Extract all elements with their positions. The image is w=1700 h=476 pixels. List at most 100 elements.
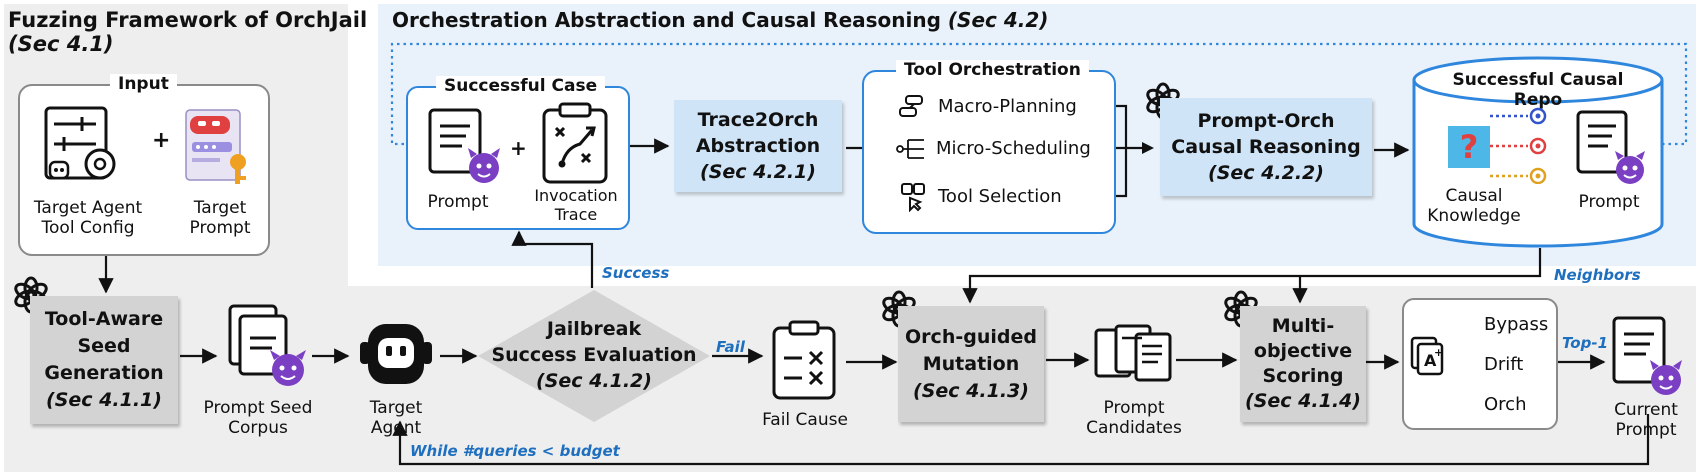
- trace2orch-sec: (Sec 4.2.1): [700, 161, 816, 183]
- current-line1: Current: [1614, 400, 1678, 420]
- fuzzing-title-sec: (Sec 4.1): [8, 32, 114, 56]
- candidates-line2: Candidates: [1086, 418, 1182, 438]
- corpus-label: Prompt Seed Corpus: [190, 398, 326, 438]
- tool-orchestration-title: Tool Orchestration: [896, 60, 1089, 80]
- arrow-neighbors-mutation: [962, 248, 1542, 304]
- trace-line2: Trace: [554, 205, 598, 224]
- knowledge-line1: Causal: [1445, 186, 1503, 206]
- seed-gen-line3: Generation: [44, 362, 164, 384]
- target-prompt-line1: Target: [193, 198, 247, 218]
- seed-gen-line2: Seed: [77, 335, 131, 357]
- orchestration-title: Orchestration Abstraction and Causal Rea…: [392, 8, 1048, 32]
- trace2orch-line1: Trace2Orch: [697, 109, 819, 131]
- target-agent-line2: Tool Config: [41, 218, 135, 238]
- corpus-line1: Prompt Seed: [203, 398, 313, 418]
- devil-emoji-icon: [1650, 360, 1682, 395]
- prompt-document-icon: [1576, 110, 1645, 184]
- input-title: Input: [110, 74, 177, 94]
- target-agent-tool-config-label: Target Agent Tool Config: [24, 198, 152, 238]
- arrow-success: [511, 230, 594, 288]
- knowledge-line2: Knowledge: [1427, 206, 1521, 226]
- target-agent-line1: Target Agent: [33, 198, 143, 218]
- scoring-sec: (Sec 4.1.4): [1245, 390, 1361, 412]
- objective-drift: Drift: [1484, 354, 1524, 375]
- candidates-label: Prompt Candidates: [1074, 398, 1194, 438]
- trace2orch-line2: Abstraction: [695, 135, 821, 157]
- causal-sec: (Sec 4.2.2): [1208, 162, 1324, 184]
- dotted-frame: [390, 42, 1688, 146]
- trace2orch-box: Trace2Orch Abstraction (Sec 4.2.1): [674, 100, 842, 192]
- causal-knowledge-label: Causal Knowledge: [1426, 186, 1522, 226]
- orchestration-title-sec: (Sec 4.2): [947, 8, 1049, 32]
- tool-macro-planning: Macro-Planning: [938, 96, 1077, 117]
- masked-prompt-icon: [185, 109, 246, 184]
- robot-icon: [360, 324, 432, 384]
- jailbreak-label: Jailbreak Success Evaluation (Sec 4.1.2): [476, 316, 712, 394]
- scoring-line1: Multi-: [1271, 315, 1335, 337]
- mutation-box: Orch-guided Mutation (Sec 4.1.3): [898, 306, 1044, 422]
- config-icon: [44, 106, 116, 180]
- successful-case-title: Successful Case: [436, 76, 606, 96]
- causal-reasoning-box: Prompt-Orch Causal Reasoning (Sec 4.2.2): [1160, 98, 1372, 196]
- devil-emoji-icon: [1615, 151, 1645, 184]
- flowchart-icon: [899, 95, 923, 117]
- mutation-line2: Mutation: [922, 352, 1020, 375]
- jailbreak-diamond: [478, 290, 710, 422]
- tool-orchestration-box: [862, 70, 1116, 234]
- fuzzing-title-text: Fuzzing Framework of OrchJail: [8, 8, 368, 32]
- current-line2: Prompt: [1615, 420, 1677, 440]
- scoring-line2: objective: [1253, 340, 1353, 362]
- seed-generation-box: Tool-Aware Seed Generation (Sec 4.1.1): [30, 296, 178, 424]
- documents-stack-icon: [228, 304, 306, 386]
- scoring-box: Multi- objective Scoring (Sec 4.1.4): [1240, 306, 1366, 422]
- question-mark-icon: ?: [1448, 126, 1490, 168]
- clipboard-trace-icon: [542, 102, 608, 184]
- success-label: Success: [602, 264, 670, 282]
- target-line2: Agent: [370, 418, 422, 438]
- jailbreak-line2: Success Evaluation: [491, 344, 697, 366]
- svg-text:A: A: [1424, 351, 1437, 370]
- fuzzing-title: Fuzzing Framework of OrchJail (Sec 4.1): [8, 8, 367, 56]
- case-prompt-label: Prompt: [427, 192, 489, 212]
- arrow-loop-back: [392, 414, 1650, 466]
- loop-label: While #queries < budget: [410, 442, 620, 460]
- input-plus: +: [152, 128, 171, 153]
- seed-gen-sec: (Sec 4.1.1): [46, 389, 162, 411]
- neighbors-label: Neighbors: [1554, 266, 1641, 284]
- repo-prompt-label: Prompt: [1578, 192, 1640, 212]
- tool-micro-scheduling: Micro-Scheduling: [936, 138, 1091, 159]
- objective-orch: Orch: [1484, 394, 1527, 415]
- trace-line1: Invocation: [534, 186, 618, 205]
- seed-gen-line1: Tool-Aware: [44, 308, 164, 330]
- ranking-icon: A +: [1410, 336, 1444, 376]
- repo-title: Successful Causal Repo: [1452, 70, 1624, 110]
- candidates-line1: Prompt: [1103, 398, 1165, 418]
- mutation-sec: (Sec 4.1.3): [913, 379, 1029, 402]
- invocation-trace-label: Invocation Trace: [522, 186, 630, 224]
- svg-text:+: +: [1434, 346, 1443, 359]
- case-plus: +: [510, 136, 527, 160]
- corpus-line2: Corpus: [228, 418, 288, 438]
- target-prompt-line2: Prompt: [189, 218, 251, 238]
- tree-icon: [896, 139, 924, 159]
- jailbreak-line1: Jailbreak: [546, 318, 642, 340]
- prompt-document-icon: [1612, 316, 1682, 395]
- objective-bypass: Bypass: [1484, 314, 1549, 335]
- orchestration-title-text: Orchestration Abstraction and Causal Rea…: [392, 8, 941, 32]
- clipboard-fail-icon: [772, 320, 836, 400]
- target-agent-label: Target Agent: [350, 398, 442, 438]
- pointer-icon: [901, 183, 925, 212]
- causal-line2: Causal Reasoning: [1171, 136, 1361, 158]
- jailbreak-sec: (Sec 4.1.2): [536, 370, 652, 392]
- scoring-line3: Scoring: [1262, 365, 1344, 387]
- causal-links-icon: [1490, 107, 1547, 184]
- prompt-document-icon: [428, 108, 500, 183]
- causal-line1: Prompt-Orch: [1197, 110, 1335, 132]
- top1-label: Top-1: [1562, 334, 1609, 352]
- devil-emoji-icon: [270, 350, 306, 386]
- mutation-line1: Orch-guided: [905, 325, 1037, 348]
- tool-selection: Tool Selection: [938, 186, 1062, 207]
- devil-emoji-icon: [468, 148, 500, 183]
- fail-cause-label: Fail Cause: [762, 410, 848, 430]
- current-prompt-label: Current Prompt: [1598, 400, 1694, 440]
